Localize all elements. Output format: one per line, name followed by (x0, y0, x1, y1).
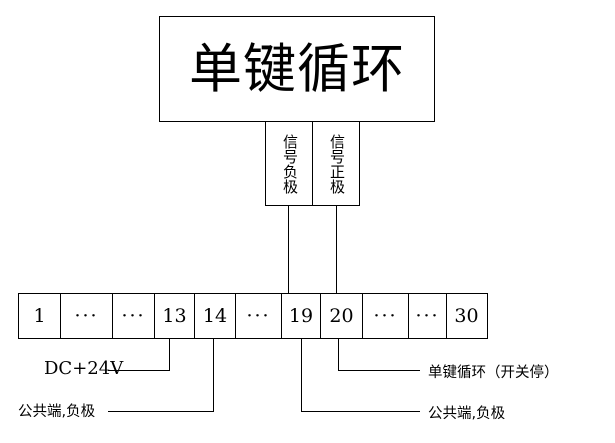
module-box: 单键循环 (159, 16, 435, 122)
terminal-cell: 20 (321, 294, 363, 338)
terminal-cell: 13 (155, 294, 195, 338)
signal-negative-label: 信号负极 (280, 133, 299, 194)
terminal-cell: 30 (454, 305, 479, 327)
terminal-strip: 1 ··· ··· 13 14 ··· 19 20 ··· ··· 30 (18, 293, 488, 339)
leader-common-left-vertical (213, 339, 214, 411)
terminal-cell: ··· (113, 294, 155, 338)
callout-dc-24v: DC+24V (44, 358, 124, 379)
leader-common-right-vertical (301, 339, 302, 411)
leader-dc24v-horizontal (108, 370, 170, 371)
callout-common-negative-right: 公共端,负极 (428, 406, 506, 422)
leader-one-key-cycle-vertical (338, 339, 339, 370)
leader-dc24v-vertical (169, 339, 170, 370)
signal-positive-label: 信号正极 (327, 133, 346, 194)
terminal-cell: ··· (61, 294, 113, 338)
wire-signal-negative-drop (288, 205, 289, 294)
leader-common-left-horizontal (108, 411, 214, 412)
signal-positive-box: 信号正极 (312, 121, 360, 206)
terminal-cell: 1 (19, 294, 61, 338)
terminal-cell: 19 (282, 294, 321, 338)
terminal-cell: ··· (236, 294, 282, 338)
callout-common-negative-left: 公共端,负极 (18, 404, 96, 420)
module-title: 单键循环 (189, 38, 405, 100)
terminal-cell: ··· (409, 294, 447, 338)
leader-one-key-cycle-horizontal (338, 370, 420, 371)
terminal-cell: 14 (195, 294, 236, 338)
callout-one-key-cycle: 单键循环（开关停） (428, 365, 559, 381)
wire-signal-positive-drop (336, 205, 337, 294)
terminal-cell: ··· (363, 294, 409, 338)
leader-common-right-horizontal (301, 411, 420, 412)
signal-negative-box: 信号负极 (265, 121, 313, 206)
